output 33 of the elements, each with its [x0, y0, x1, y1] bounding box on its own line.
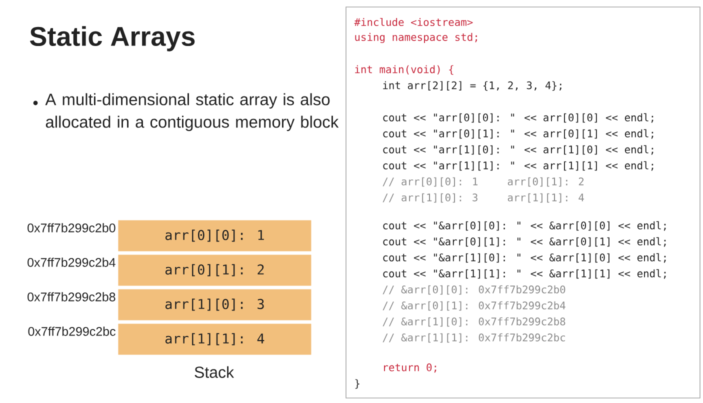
memory-address: 0x7ff7b299c2b4: [28, 258, 116, 267]
stack-label: Stack: [194, 366, 234, 378]
code-line: using namespace std;: [355, 32, 477, 44]
memory-address: 0x7ff7b299c2b0: [28, 223, 116, 232]
code-line: cout << "&arr[1][0]: " << &arr[1][0] << endl;: [383, 253, 666, 263]
code-comment: // &arr[1][1]: 0x7ff7b299c2bc: [382, 333, 565, 343]
memory-address: 0x7ff7b299c2b8: [28, 292, 116, 302]
code-comment: // &arr[0][1]: 0x7ff7b299c2b4: [382, 301, 566, 311]
title: Static Arrays: [30, 26, 195, 52]
code-line: cout << "arr[0][1]: " << arr[0][1] << endl;: [383, 129, 654, 139]
code-line: return 0;: [384, 363, 436, 373]
memory-cell: arr[1][1]: 4: [118, 324, 312, 355]
code-line: cout << "arr[0][0]: " << arr[0][0] << endl;: [383, 113, 654, 123]
memory-address: 0x7ff7b299c2bc: [28, 326, 116, 336]
code-line: cout << "arr[1][0]: " << arr[1][0] << endl;: [383, 145, 654, 155]
code-line: cout << "&arr[0][1]: " << &arr[0][1] << endl;: [383, 237, 666, 247]
code-line: cout << "arr[1][1]: " << arr[1][1] << endl;: [383, 161, 654, 171]
code-line: int arr[2][2] = {1, 2, 3, 4};: [383, 81, 562, 91]
code-line: }: [355, 379, 360, 389]
code-comment: // arr[0][0]: 1: [382, 177, 478, 187]
code-line: #include <iostream>: [354, 18, 473, 26]
code-comment: // arr[1][0]: 3: [382, 193, 478, 203]
memory-cell: arr[1][0]: 3: [118, 289, 312, 320]
code-comment: arr[1][1]: 4: [508, 193, 584, 203]
memory-cell: arr[0][0]: 1: [118, 220, 312, 252]
code-line: int main(void) {: [355, 65, 454, 75]
code-line: cout << "&arr[1][1]: " << &arr[1][1] << endl;: [383, 269, 666, 279]
code-comment: // &arr[0][0]: 0x7ff7b299c2b0: [382, 285, 566, 295]
bullet-text: A multi-dimensional static array is also allocated in a contiguous memory block: [45, 93, 339, 132]
code-line: cout << "&arr[0][0]: " << &arr[0][0] << endl;: [383, 221, 666, 231]
code-comment: arr[0][1]: 2: [508, 177, 584, 187]
memory-cell: arr[0][1]: 2: [118, 254, 312, 286]
code-comment: // &arr[1][0]: 0x7ff7b299c2b8: [382, 317, 566, 327]
